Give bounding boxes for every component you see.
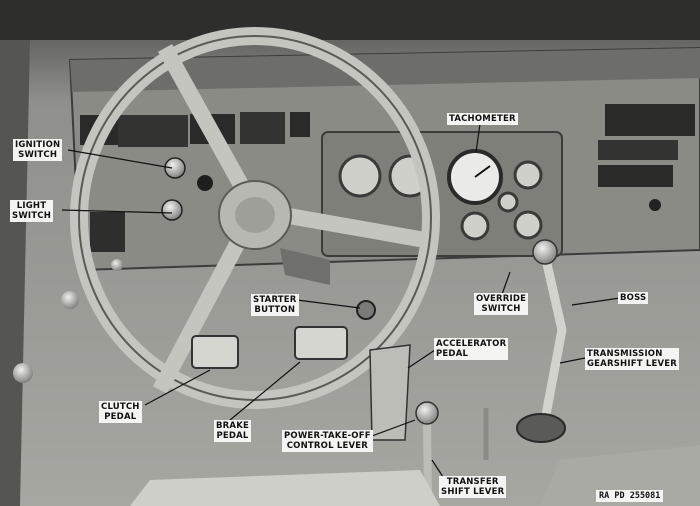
light-switch-knob bbox=[161, 199, 183, 221]
starter-button-knob bbox=[356, 300, 376, 320]
dashboard-top-rail bbox=[70, 48, 700, 92]
label-transfer-shift-lever: TRANSFER SHIFT LEVER bbox=[439, 476, 507, 498]
leader-lines bbox=[61, 123, 621, 481]
label-pto-control-lever: POWER-TAKE-OFF CONTROL LEVER bbox=[282, 430, 373, 452]
label-override-switch: OVERRIDE SWITCH bbox=[474, 293, 529, 315]
tachometer-needle bbox=[474, 165, 491, 178]
dash-knob bbox=[111, 259, 123, 271]
left-side-knob bbox=[13, 363, 33, 383]
brake-pedal-pad bbox=[294, 326, 348, 360]
label-boss: BOSS bbox=[618, 292, 649, 304]
transmission-gearshift-lever bbox=[516, 239, 567, 443]
label-light-switch: LIGHT SWITCH bbox=[10, 200, 54, 222]
steering-wheel bbox=[70, 27, 440, 409]
seat-cushion bbox=[130, 470, 440, 506]
label-ignition-switch: IGNITION SWITCH bbox=[13, 139, 63, 161]
label-tachometer: TACHOMETER bbox=[447, 113, 518, 125]
steering-column bbox=[280, 248, 330, 285]
ignition-switch bbox=[164, 157, 213, 191]
label-brake-pedal: BRAKE PEDAL bbox=[214, 420, 251, 442]
reference-number: RA PD 255081 bbox=[596, 490, 664, 502]
left-handle bbox=[61, 291, 79, 309]
clutch-pedal-pad bbox=[191, 335, 239, 369]
label-starter-button: STARTER BUTTON bbox=[251, 294, 299, 316]
label-transmission-gearshift-lever: TRANSMISSION GEARSHIFT LEVER bbox=[585, 348, 680, 370]
right-switch bbox=[649, 199, 661, 211]
label-clutch-pedal: CLUTCH PEDAL bbox=[99, 401, 142, 423]
label-accelerator-pedal: ACCELERATOR PEDAL bbox=[434, 338, 509, 360]
windshield-frame bbox=[0, 0, 700, 40]
accelerator-pedal-pad bbox=[369, 344, 411, 441]
